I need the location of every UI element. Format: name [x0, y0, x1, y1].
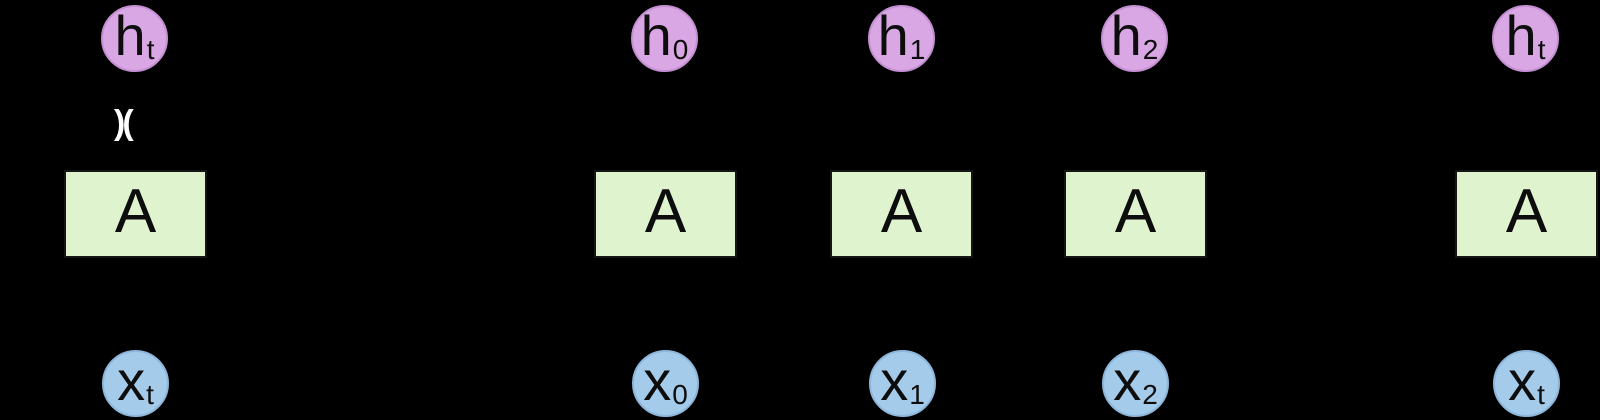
rnn-cell-block-1: A — [830, 170, 973, 258]
input-subscript: t — [1537, 378, 1545, 410]
hidden-state-label: h — [114, 3, 146, 67]
hidden-state-label: h — [640, 3, 672, 67]
input-subscript: t — [146, 378, 154, 410]
hidden-state-label: h — [877, 3, 909, 67]
cell-label: A — [644, 177, 687, 246]
hidden-state-subscript: t — [1537, 33, 1546, 65]
input-label: x — [117, 348, 146, 412]
input-label: x — [880, 348, 909, 412]
input-label: x — [1508, 348, 1537, 412]
input-label: x — [1113, 348, 1142, 412]
cell-label: A — [1114, 177, 1157, 246]
hidden-state-label: h — [1505, 3, 1537, 67]
cell-label: A — [880, 177, 923, 246]
hidden-state-label: h — [1110, 3, 1142, 67]
cell-label: A — [1505, 177, 1548, 246]
hidden-state-subscript: 0 — [672, 33, 689, 65]
hidden-state-subscript: 1 — [909, 33, 926, 65]
rnn-cell-block-rolled: A — [64, 170, 207, 258]
input-subscript: 1 — [909, 378, 925, 410]
hidden-state-subscript: t — [146, 33, 155, 65]
input-subscript: 0 — [672, 378, 688, 410]
input-label: x — [643, 348, 672, 412]
hidden-state-subscript: 2 — [1142, 33, 1159, 65]
cell-label: A — [114, 177, 157, 246]
rnn-cell-block-0: A — [594, 170, 737, 258]
input-subscript: 2 — [1142, 378, 1158, 410]
rnn-cell-block-2: A — [1064, 170, 1207, 258]
rnn-cell-block-t: A — [1455, 170, 1598, 258]
loop-arrow-crossing-icon: )( — [114, 104, 134, 142]
